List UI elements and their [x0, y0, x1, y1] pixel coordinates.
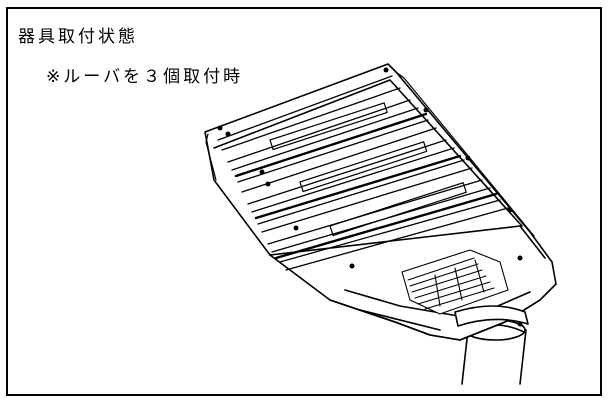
figure-note: ※ルーバを３個取付時 [46, 67, 244, 87]
screw-dots [217, 67, 523, 327]
vent-grille [401, 249, 509, 315]
louver-slats [217, 75, 509, 271]
louver-dividers [234, 112, 498, 260]
louver-reliefs [269, 102, 467, 237]
fixture-housing [204, 63, 557, 341]
figure-title: 器具取付状態 [18, 27, 138, 47]
mounting-collar [454, 305, 529, 327]
housing-side-edge [205, 71, 535, 237]
